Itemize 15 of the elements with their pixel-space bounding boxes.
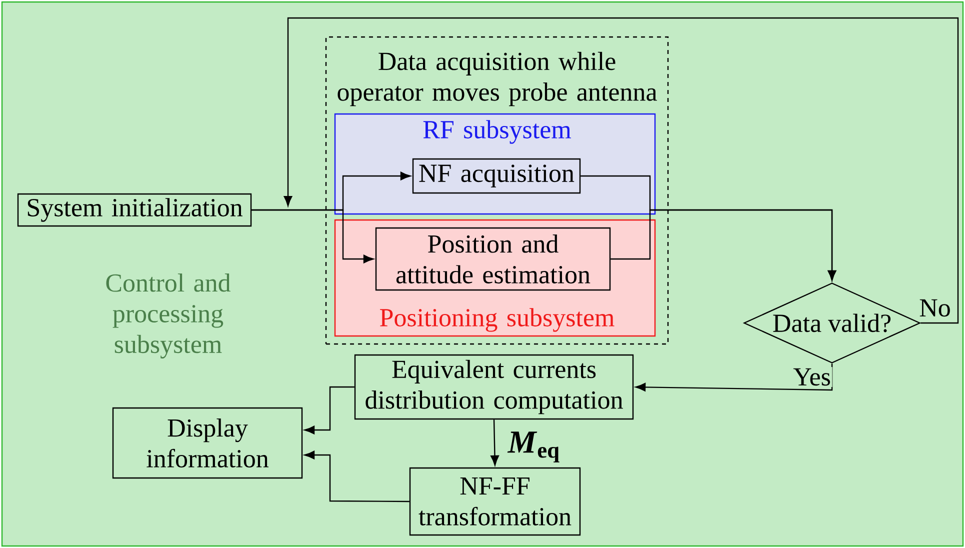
process-box: Equivalent currents distribution computation <box>354 354 634 420</box>
process-box: System initialization <box>17 193 252 227</box>
process-box: Display information <box>112 407 303 479</box>
process-box: Position and attitude estimation <box>375 227 611 291</box>
arrow <box>635 364 833 392</box>
arrow <box>610 209 836 281</box>
arrow <box>490 420 499 466</box>
arrow <box>252 209 374 264</box>
arrow <box>304 450 410 502</box>
edge-label: M$_{eq}$ <box>506 430 562 464</box>
edge-label: Yes <box>792 367 832 387</box>
arrow <box>284 17 959 324</box>
arrow <box>304 386 354 434</box>
process-box: NF acquisition <box>412 158 581 194</box>
process-box: NF-FF transformation <box>409 467 581 536</box>
